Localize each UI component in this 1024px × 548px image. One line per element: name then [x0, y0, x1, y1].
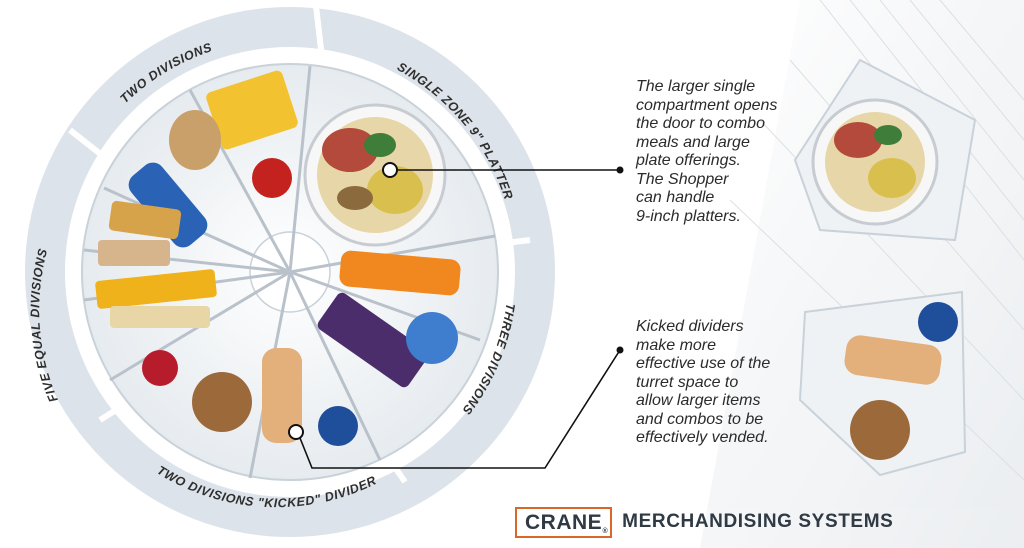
callout-line: The larger single: [636, 78, 756, 95]
callout-line: effective use of the: [636, 355, 771, 372]
callout-platter-text: The larger single compartment opens the …: [636, 78, 806, 226]
callout-line: 9-inch platters.: [636, 207, 741, 225]
callout-line: plate offerings.: [636, 152, 741, 169]
callout-line: make more: [636, 336, 717, 354]
callout-connector-bottom: [288, 346, 624, 469]
callout-line: and combos to be: [636, 410, 764, 428]
callout-line: allow larger items: [636, 392, 761, 409]
callout-line: meals and large: [636, 133, 750, 151]
registered-mark: ®: [602, 527, 609, 535]
brand-name-box: CRANE®: [515, 506, 613, 538]
brand-tagline: MERCHANDISING SYSTEMS: [622, 511, 894, 532]
callout-connector-top: [382, 162, 624, 178]
callout-line: effectively vended.: [636, 429, 769, 446]
callout-line: Kicked dividers: [636, 318, 744, 335]
callout-line: the door to combo: [636, 115, 765, 132]
brand-name: CRANE: [525, 510, 603, 534]
platter: [303, 103, 447, 247]
detail-platter-segment: [793, 58, 977, 242]
callout-line: turret space to: [636, 373, 739, 391]
brand-logo: CRANE® MERCHANDISING SYSTEMS: [515, 502, 893, 542]
callout-line: compartment opens: [636, 96, 778, 114]
snack-items: [95, 70, 461, 446]
callout-kicked-text: Kicked dividers make more effective use …: [636, 318, 806, 448]
callout-line: can handle: [636, 189, 715, 206]
detail-kicked-segment: [798, 290, 967, 477]
callout-line: The Shopper: [636, 170, 729, 188]
